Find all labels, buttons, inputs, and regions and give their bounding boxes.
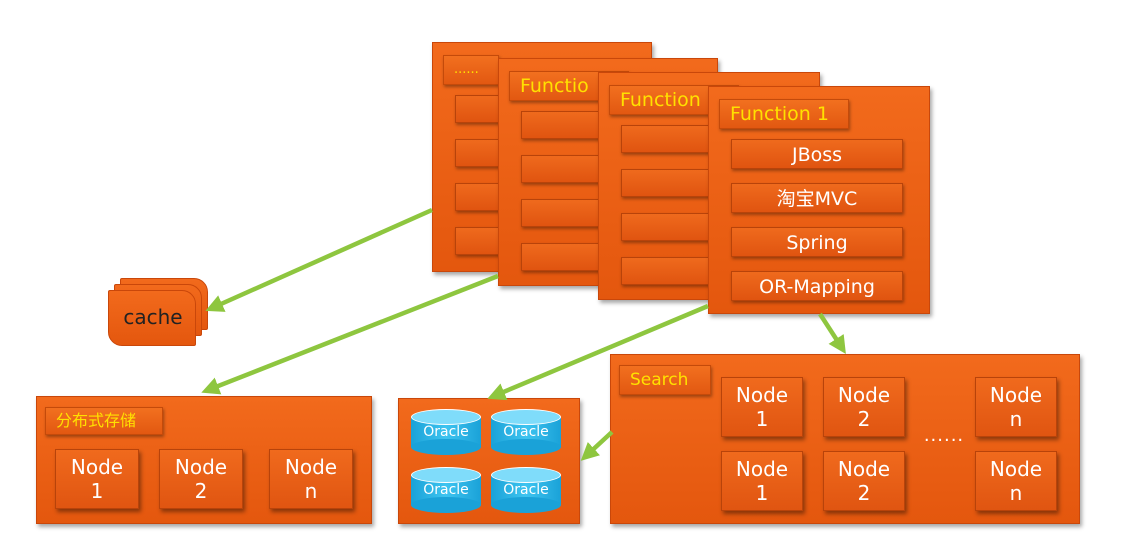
storage-node-n-line1: Node — [284, 455, 338, 479]
search-node-r2-1-line2: 1 — [755, 481, 769, 505]
search-node-r1-n: Node n — [975, 377, 1057, 437]
function-card-back-title: ...... — [443, 55, 499, 85]
storage-node-2: Node 2 — [159, 449, 243, 509]
function-card-1-title: Function 1 — [719, 99, 849, 129]
search-node-r2-2-line1: Node — [837, 457, 891, 481]
oracle-db-icon-3: Oracle — [411, 467, 481, 513]
storage-node-2-line2: 2 — [194, 479, 208, 503]
storage-node-n-line2: n — [304, 479, 318, 503]
oracle-label-3: Oracle — [423, 482, 469, 498]
distributed-storage-panel: 分布式存储 Node 1 Node 2 Node n — [36, 396, 372, 524]
function-card-1-item-spring: Spring — [731, 227, 903, 257]
search-node-r2-1-line1: Node — [735, 457, 789, 481]
search-node-r1-2: Node 2 — [823, 377, 905, 437]
search-ellipsis: ...... — [923, 425, 965, 446]
arrow-search-to-oracle — [580, 430, 614, 461]
storage-node-n: Node n — [269, 449, 353, 509]
oracle-db-icon-2: Oracle — [491, 409, 561, 455]
search-title: Search — [619, 365, 711, 395]
search-node-r2-n-line2: n — [1009, 481, 1023, 505]
search-node-r2-n: Node n — [975, 451, 1057, 511]
oracle-db-icon-1: Oracle — [411, 409, 481, 455]
storage-node-1: Node 1 — [55, 449, 139, 509]
oracle-label-1: Oracle — [423, 424, 469, 440]
function-card-1-item-mvc: 淘宝MVC — [731, 183, 903, 213]
search-node-r2-2: Node 2 — [823, 451, 905, 511]
oracle-label-2: Oracle — [503, 424, 549, 440]
oracle-panel: Oracle Oracle Oracle Oracle — [398, 398, 580, 524]
search-panel: Search Node 1 Node 2 Node n ...... Node … — [610, 354, 1080, 524]
cache-card: cache — [108, 290, 196, 346]
arrow-to-search — [818, 312, 846, 355]
search-node-r1-1: Node 1 — [721, 377, 803, 437]
arrow-to-storage — [201, 273, 499, 395]
distributed-storage-title: 分布式存储 — [45, 407, 163, 435]
oracle-label-4: Oracle — [503, 482, 549, 498]
search-node-r1-1-line1: Node — [735, 383, 789, 407]
search-node-r2-n-line1: Node — [989, 457, 1043, 481]
oracle-db-icon-4: Oracle — [491, 467, 561, 513]
storage-node-2-line1: Node — [174, 455, 228, 479]
search-node-r1-2-line2: 2 — [857, 407, 871, 431]
search-node-r1-1-line2: 1 — [755, 407, 769, 431]
search-node-r1-n-line1: Node — [989, 383, 1043, 407]
search-node-r1-2-line1: Node — [837, 383, 891, 407]
function-card-1: Function 1 JBoss 淘宝MVC Spring OR-Mapping — [708, 86, 930, 314]
storage-node-1-line1: Node — [70, 455, 124, 479]
search-node-r2-2-line2: 2 — [857, 481, 871, 505]
cache-label: cache — [123, 305, 183, 329]
storage-node-1-line2: 1 — [90, 479, 104, 503]
function-card-1-item-ormapping: OR-Mapping — [731, 271, 903, 301]
search-node-r2-1: Node 1 — [721, 451, 803, 511]
arrow-to-cache — [205, 207, 433, 312]
search-node-r1-n-line2: n — [1009, 407, 1023, 431]
function-card-1-item-jboss: JBoss — [731, 139, 903, 169]
